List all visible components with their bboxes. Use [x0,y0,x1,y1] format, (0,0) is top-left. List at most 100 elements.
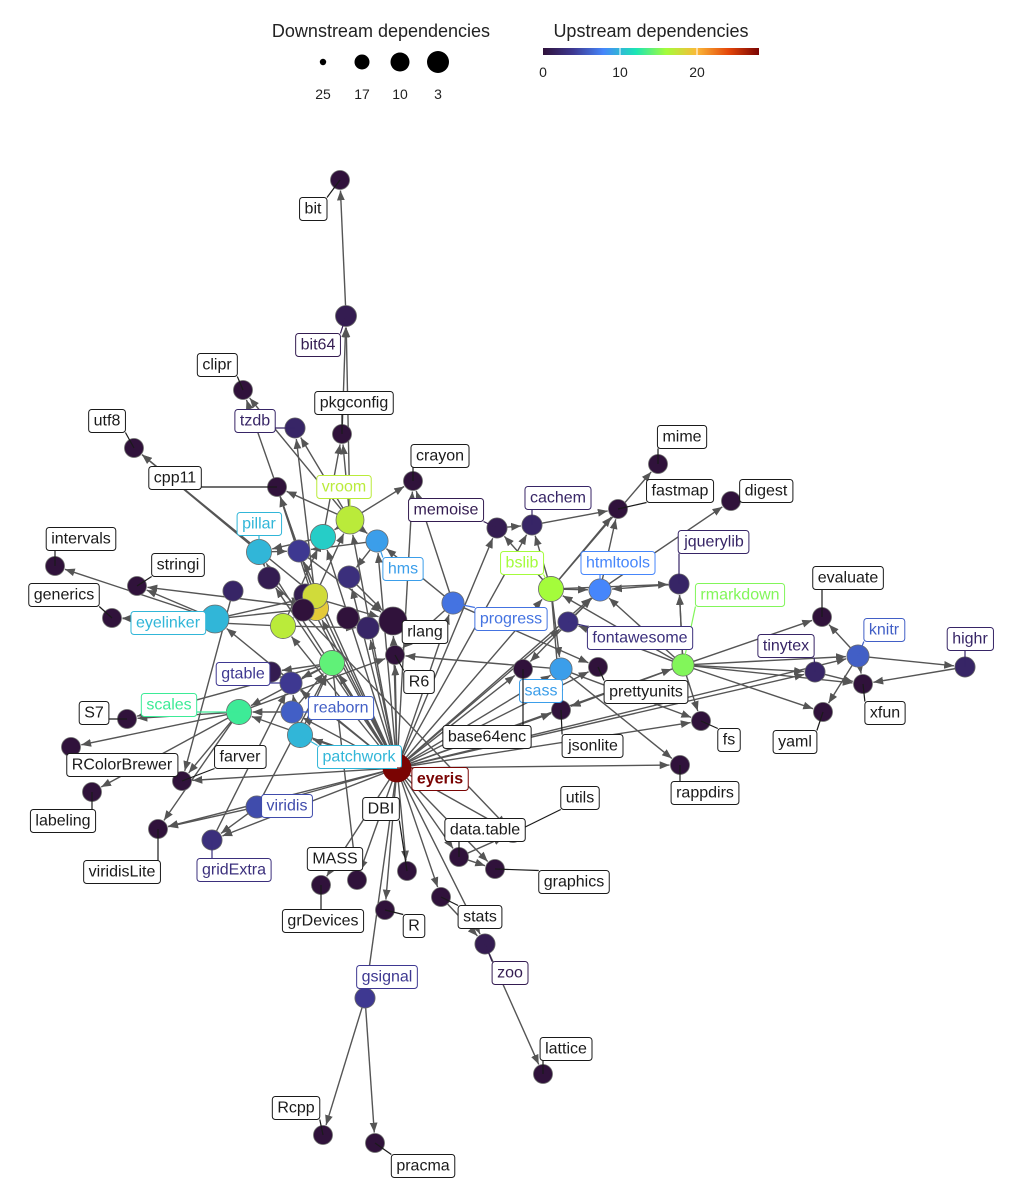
dependency-edge [220,810,253,834]
label-box [757,634,815,658]
node-munsell[interactable] [222,580,244,602]
label-hms: hms [376,540,424,581]
label-leader [560,709,563,735]
label-leader [452,602,475,609]
dependency-edge [820,672,853,683]
label-leader [617,501,647,510]
dependency-edge [353,581,383,611]
label-text: zoo [497,965,523,982]
upstream-tick-label: 20 [689,64,705,80]
label-box [603,680,689,704]
label-mime: mime [656,425,708,464]
label-yaml: yaml [772,711,824,754]
dependency-edge [537,508,608,525]
label-text: rlang [407,624,443,641]
downstream-key-17 [354,54,370,70]
label-digest: digest [739,479,794,503]
label-text: patchwork [323,749,397,766]
label-DBI: DBI [362,797,408,872]
label-reaborn: reaborn [292,696,375,720]
label-leader [299,734,318,747]
label-text: memoise [414,502,479,519]
label-box [45,527,117,551]
label-box [717,728,741,752]
label-box [444,818,526,842]
node-tibble[interactable] [310,524,336,550]
node-pkg1[interactable] [336,606,360,630]
label-text: R6 [409,674,430,691]
label-box [83,860,161,884]
label-data-table: data.table [444,818,526,857]
downstream-key-25 [319,58,327,66]
label-text: pracma [396,1158,449,1175]
label-box [402,914,426,938]
label-pracma: pracma [374,1142,456,1178]
dependency-edge [325,1003,364,1126]
label-text: prettyunits [609,684,683,701]
dependency-edge [399,537,494,761]
label-vroom: vroom [316,475,372,520]
label-base64enc: base64enc [442,669,532,749]
label-box [457,905,503,929]
label-eyeris: eyeris [397,767,469,791]
label-box [196,858,272,882]
node-magrittr[interactable] [291,598,315,622]
label-box [307,696,375,720]
label-leader [136,575,152,587]
node-dplyr[interactable] [270,613,296,639]
label-text: evaluate [818,570,879,587]
label-R: R [384,909,426,938]
node-MASS[interactable] [347,870,367,890]
node-lifecycle[interactable] [337,565,361,589]
label-text: tinytex [763,638,809,655]
node-ggplot2[interactable] [319,650,345,676]
node-sass[interactable] [549,657,573,681]
node-gsignal[interactable] [354,987,376,1009]
label-box [408,498,485,522]
label-box [362,797,400,821]
label-box [561,734,624,758]
label-box [586,626,694,650]
node-digest[interactable] [721,491,741,511]
label-fs: fs [700,720,741,752]
label-bit: bit [299,179,341,221]
label-box [261,794,313,818]
label-farver: farver [181,745,267,782]
label-utils: utils [512,786,600,834]
label-box [739,479,794,503]
label-text: scales [146,697,191,714]
label-box [401,620,449,644]
label-bslib: bslib [500,551,552,590]
label-text: hms [388,561,418,578]
edges-layer [64,190,960,1133]
label-box [474,607,548,631]
dependency-edge [356,485,405,517]
label-leader [326,179,341,198]
label-leader [543,574,552,590]
dependency-edge [391,665,400,760]
dependency-edge [317,533,345,590]
label-leader [98,606,113,619]
label-pkgconfig: pkgconfig [314,391,394,434]
label-generics: generics [28,583,113,619]
label-labeling: labeling [29,792,97,833]
downstream-key-10 [390,52,410,72]
node-vctrs[interactable] [287,539,311,563]
label-text: generics [34,587,94,604]
dependency-edge [163,717,236,821]
node-withr[interactable] [356,616,380,640]
dependency-edge [684,671,699,712]
label-gsignal: gsignal [356,965,418,989]
label-text: utils [566,790,594,807]
label-stringi: stringi [136,553,205,587]
label-box [140,693,198,717]
label-leader [484,943,493,962]
label-text: S7 [84,705,104,722]
dependency-edge [571,598,592,619]
label-text: viridisLite [89,864,156,881]
label-text: fastmap [652,483,709,500]
label-tzdb: tzdb [234,409,295,433]
node-cli[interactable] [257,566,281,590]
label-leader [376,540,384,558]
